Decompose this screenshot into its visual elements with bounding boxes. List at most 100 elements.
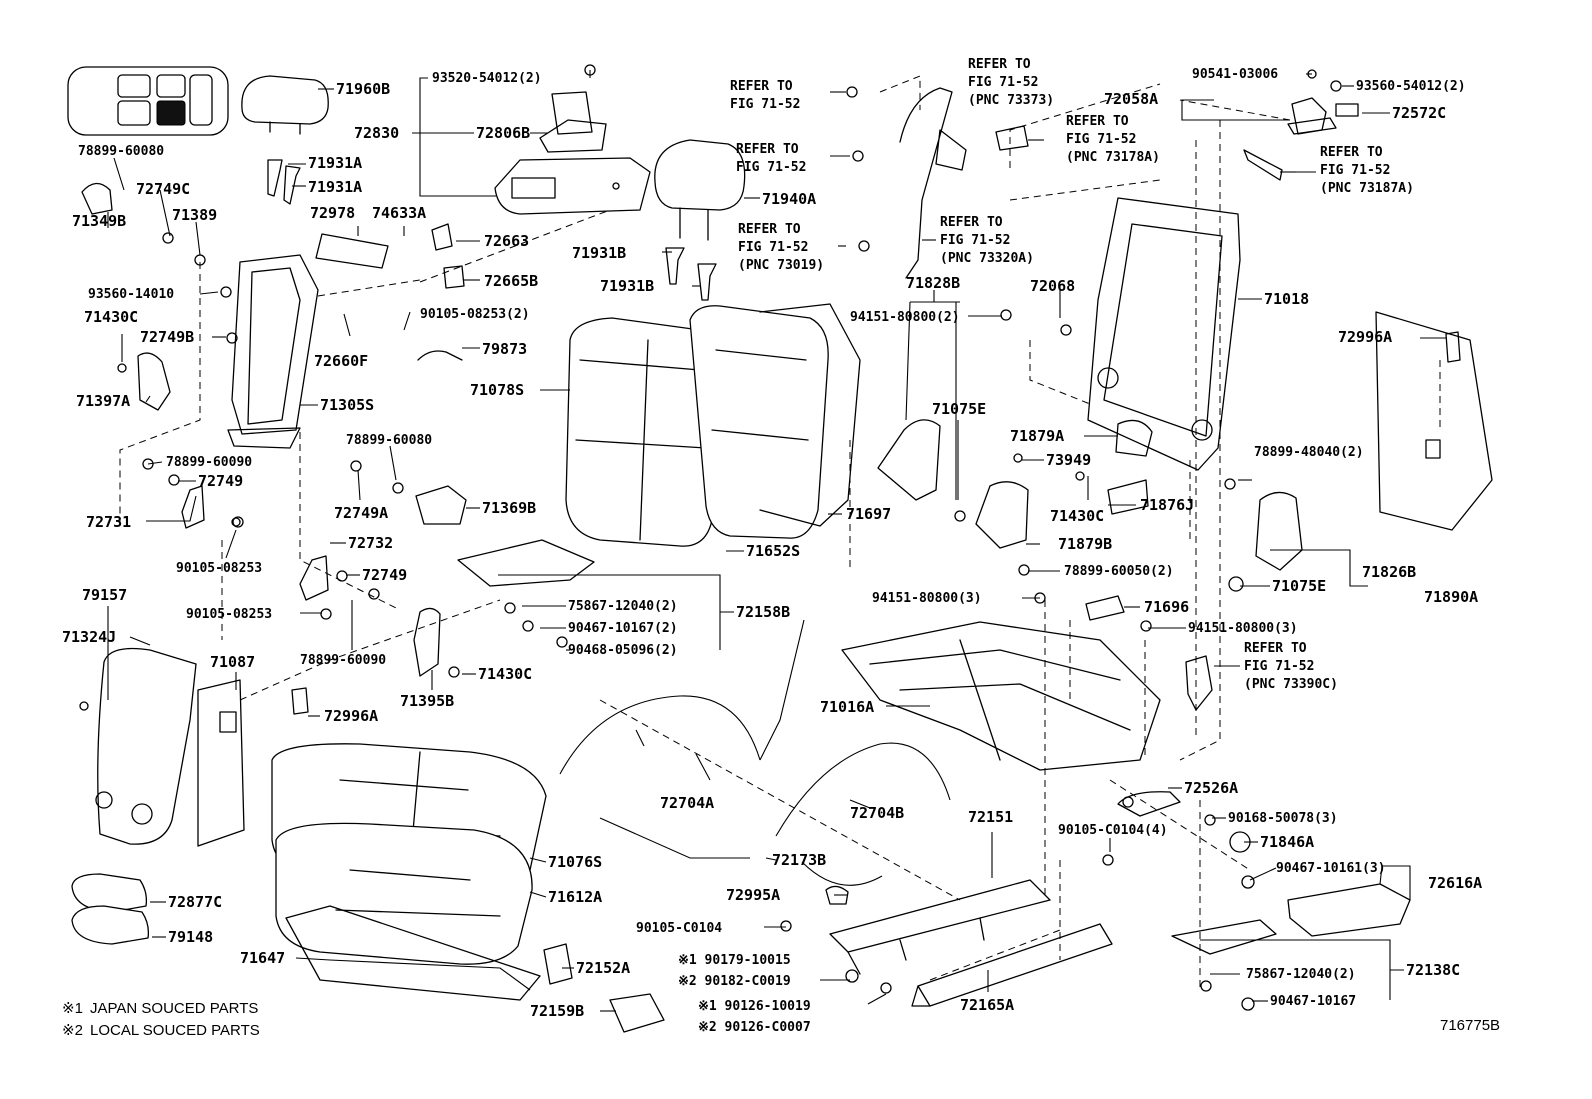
label-72806b: 72806B (476, 124, 530, 142)
label-71389: 71389 (172, 206, 217, 224)
refer-note-2: REFER TO FIG 71-52 (736, 142, 806, 175)
cover-71369b (415, 485, 467, 525)
label-71395b: 71395B (400, 692, 454, 710)
part-drawings (67, 64, 1493, 1033)
refer-note-7: REFER TO FIG 71-52 (PNC 73187A) (1320, 145, 1414, 196)
label-71846a: 71846A (1260, 833, 1314, 851)
label-72572c: 72572C (1392, 104, 1446, 122)
refer-7-line3: (PNC 73187A) (1320, 181, 1414, 196)
label-78899-60090a: 78899-60090 (166, 455, 252, 470)
lever-72058a (1291, 97, 1327, 135)
label-71087: 71087 (210, 653, 255, 671)
headrest-71940a (654, 139, 746, 211)
label-71430c-2: 71430C (478, 665, 532, 683)
label-79148: 79148 (168, 928, 213, 946)
label-94151-2: 94151-80800(2) (850, 310, 960, 325)
label-71960b: 71960B (336, 80, 390, 98)
label-72749c: 72749C (136, 180, 190, 198)
label-71828b: 71828B (906, 274, 960, 292)
label-71018: 71018 (1264, 290, 1309, 308)
label-71078s: 71078S (470, 381, 524, 399)
label-73949: 73949 (1046, 451, 1091, 469)
label-71430c-3: 71430C (1050, 507, 1104, 525)
label-72996a-2: 72996A (1338, 328, 1392, 346)
refer-note-5: REFER TO FIG 71-52 (PNC 73178A) (1066, 114, 1160, 165)
refer-8-line3: (PNC 73390C) (1244, 677, 1338, 692)
bracket-72732 (299, 555, 329, 601)
label-90467-10167: 90467-10167 (1270, 994, 1356, 1009)
footnote-1-text: JAPAN SOUCED PARTS (90, 1000, 258, 1017)
label-94151-3a: 94151-80800(3) (872, 591, 982, 606)
label-93520: 93520-54012(2) (432, 71, 542, 86)
label-72704b: 72704B (850, 804, 904, 822)
label-71397a: 71397A (76, 392, 130, 410)
armrest-72830 (494, 157, 651, 215)
label-71696: 71696 (1144, 598, 1189, 616)
label-71931b-2: 71931B (600, 277, 654, 295)
refer-2-line2: FIG 71-52 (736, 160, 806, 175)
label-90126-1: ※1 90126-10019 (698, 999, 811, 1014)
label-71016a: 71016A (820, 698, 874, 716)
refer-3-line3: (PNC 73019) (738, 258, 824, 273)
label-72749b: 72749B (140, 328, 194, 346)
label-74633a: 74633A (372, 204, 426, 222)
refer-note-3: REFER TO FIG 71-52 (PNC 73019) (738, 222, 824, 273)
label-72152a: 72152A (576, 959, 630, 977)
refer-8-line2: FIG 71-52 (1244, 659, 1314, 674)
seat-belt (899, 87, 967, 279)
refer-4-line1: REFER TO (968, 57, 1031, 72)
label-72749-2: 72749 (362, 566, 407, 584)
refer-6-line3: (PNC 73320A) (940, 251, 1034, 266)
bracket-72159b (609, 993, 665, 1033)
refer-6-line2: FIG 71-52 (940, 233, 1010, 248)
pad-79148 (71, 905, 150, 945)
diagram-id: 716775B (1440, 1017, 1500, 1034)
refer-5-line2: FIG 71-52 (1066, 132, 1136, 147)
refer-7-line1: REFER TO (1320, 145, 1383, 160)
label-72665b: 72665B (484, 272, 538, 290)
label-90541: 90541-03006 (1192, 67, 1278, 82)
label-71890a: 71890A (1424, 588, 1478, 606)
seatback-71652s (689, 305, 829, 539)
label-94151-3b: 94151-80800(3) (1188, 621, 1298, 636)
cushion-71612a (275, 822, 533, 965)
label-78899-60050: 78899-60050(2) (1064, 564, 1174, 579)
seatback-frame-71305s (231, 254, 319, 435)
label-72995a: 72995A (726, 886, 780, 904)
label-71697: 71697 (846, 505, 891, 523)
label-75867-a: 75867-12040(2) (568, 599, 678, 614)
refer-6-line1: REFER TO (940, 215, 1003, 230)
label-72151: 72151 (968, 808, 1013, 826)
label-72158b: 72158B (736, 603, 790, 621)
label-72526a: 72526A (1184, 779, 1238, 797)
refer-note-4: REFER TO FIG 71-52 (PNC 73373) (968, 57, 1054, 108)
label-79157: 79157 (82, 586, 127, 604)
cover-71879a (1115, 419, 1153, 457)
label-72159b: 72159B (530, 1002, 584, 1020)
refer-3-line2: FIG 71-52 (738, 240, 808, 255)
refer-1-line1: REFER TO (730, 79, 793, 94)
label-90105-c0104-4: 90105-C0104(4) (1058, 823, 1168, 838)
label-72616a: 72616A (1428, 874, 1482, 892)
cover-71879b (975, 481, 1029, 549)
footnotes: ※1 JAPAN SOUCED PARTS ※2 LOCAL SOUCED PA… (62, 1000, 260, 1039)
label-90105-c0104: 90105-C0104 (636, 921, 722, 936)
label-90105-08253-2: 90105-08253(2) (420, 307, 530, 322)
cover-71826b (1255, 491, 1303, 571)
refer-note-6: REFER TO FIG 71-52 (PNC 73320A) (940, 215, 1034, 266)
label-71430c-1: 71430C (84, 308, 138, 326)
refer-3-line1: REFER TO (738, 222, 801, 237)
label-90468: 90468-05096(2) (568, 643, 678, 658)
label-78899-60080b: 78899-60080 (346, 433, 432, 448)
trim-72138c (1171, 919, 1277, 955)
label-75867-b: 75867-12040(2) (1246, 967, 1356, 982)
assembly-lines (119, 75, 1441, 990)
label-71879b: 71879B (1058, 535, 1112, 553)
bracket-72731 (181, 485, 205, 529)
label-90105-08253a: 90105-08253 (176, 561, 262, 576)
frame-71018 (1087, 197, 1241, 471)
label-72830: 72830 (354, 124, 399, 142)
cable-72704b (775, 742, 951, 886)
cable-72704a (559, 619, 805, 775)
cover-71395b (413, 607, 441, 677)
